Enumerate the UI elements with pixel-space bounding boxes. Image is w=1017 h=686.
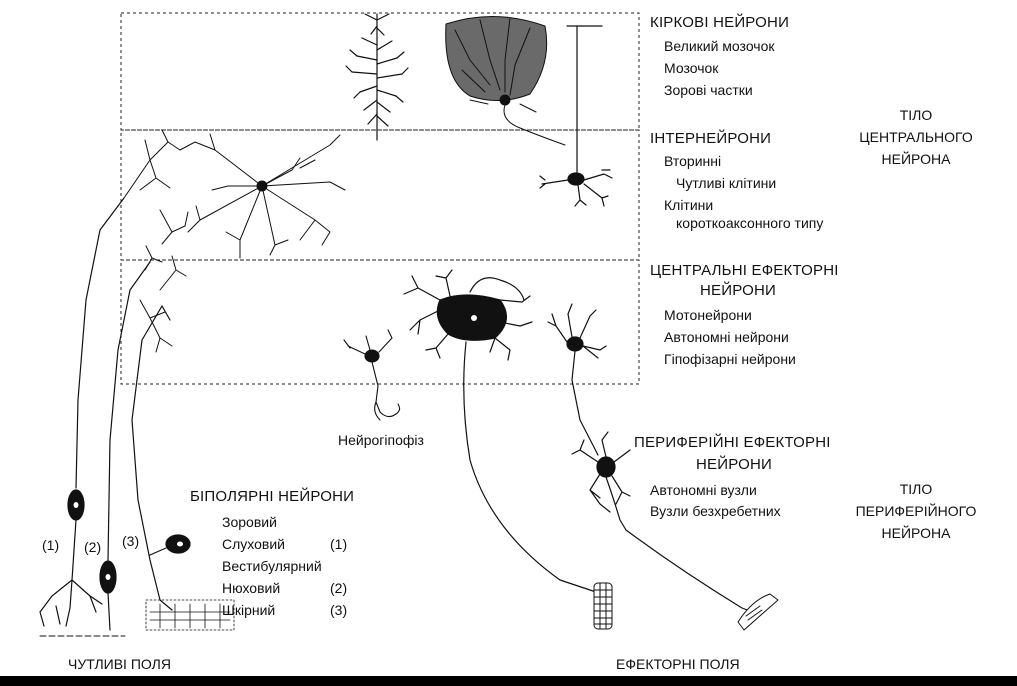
bipolar-neuron-2: [99, 261, 151, 631]
central-effector-item-2: Автономні нейрони: [664, 329, 789, 345]
central-effector-item-1: Мотонейрони: [664, 307, 752, 323]
central-body-line-2: ЦЕНТРАЛЬНОГО: [859, 129, 973, 145]
bipolar-neuron-3: [131, 305, 191, 611]
marker-2: (2): [84, 539, 102, 555]
bipolar-row-5-label: Шкірний: [222, 602, 276, 618]
peripheral-effector-item-1: Автономні вузли: [650, 482, 757, 498]
peripheral-effector-title-1: ПЕРИФЕРІЙНІ ЕФЕКТОРНІ: [634, 434, 831, 451]
peripheral-body-line-1: ТІЛО: [899, 481, 933, 497]
peripheral-body-line-3: НЕЙРОНА: [881, 525, 951, 541]
t-shaped-interneuron: [539, 25, 613, 207]
interneurons-item-2: Чутливі клітини: [676, 175, 777, 191]
motor-neuron: [403, 269, 597, 593]
central-body-line-3: НЕЙРОНА: [881, 151, 951, 167]
marker-3: (3): [122, 533, 140, 549]
bottom-bar: [0, 676, 1017, 686]
cortical-title: КІРКОВІ НЕЙРОНИ: [650, 14, 790, 31]
interneurons-item-4: короткоаксонного типу: [676, 215, 824, 231]
cortical-item-2: Мозочок: [664, 60, 719, 76]
bipolar-row-5-num: (3): [330, 602, 348, 618]
bipolar-row-2-num: (1): [330, 536, 348, 552]
interneurons-title: ІНТЕРНЕЙРОНИ: [650, 130, 772, 147]
sensory-fields-label: ЧУТЛИВІ ПОЛЯ: [68, 656, 171, 672]
cortical-pyramidal-neuron: [345, 13, 409, 141]
muscle-fiber: [593, 582, 613, 630]
interneuron-zone-box: [120, 129, 640, 261]
bipolar-row-4-label: Нюховий: [222, 580, 281, 596]
peripheral-effector-title-2: НЕЙРОНИ: [696, 456, 772, 473]
multipolar-interneuron: [179, 133, 346, 259]
cortical-item-3: Зорові частки: [664, 82, 753, 98]
bipolar-title: БІПОЛЯРНІ НЕЙРОНИ: [190, 488, 355, 505]
bipolar-row-2-label: Слуховий: [222, 536, 285, 552]
central-effector-title-1: ЦЕНТРАЛЬНІ ЕФЕКТОРНІ: [650, 262, 839, 279]
central-effector-item-3: Гіпофізарні нейрони: [664, 351, 796, 367]
peripheral-ganglion-neuron: [571, 431, 759, 615]
neurohypophysis-label: Нейрогіпофіз: [338, 432, 424, 448]
effector-fields-label: ЕФЕКТОРНІ ПОЛЯ: [616, 656, 740, 672]
peripheral-effector-item-2: Вузли безхребетних: [650, 503, 781, 519]
interneurons-item-1: Вторинні: [664, 153, 722, 169]
bipolar-row-1-label: Зоровий: [222, 514, 277, 530]
bipolar-neuron-1: [39, 197, 125, 627]
skin-tissue: [145, 599, 235, 631]
smooth-muscle-cell: [737, 593, 779, 631]
neurosecretory-neuron: [343, 329, 401, 421]
zone-boxes: [120, 12, 640, 385]
peripheral-body-line-2: ПЕРИФЕРІЙНОГО: [855, 503, 977, 519]
bipolar-row-3-label: Вестибулярний: [222, 558, 322, 574]
central-body-line-1: ТІЛО: [899, 107, 933, 123]
autonomic-neuron: [547, 303, 607, 456]
cortical-item-1: Великий мозочок: [664, 38, 775, 54]
central-effector-zone-box: [120, 259, 640, 385]
purkinje-neuron: [445, 15, 566, 146]
marker-1: (1): [42, 537, 60, 553]
central-effector-title-2: НЕЙРОНИ: [700, 282, 776, 299]
sensory-branch-tree: [123, 129, 189, 353]
bipolar-row-4-num: (2): [330, 580, 348, 596]
interneurons-item-3: Клітини: [664, 197, 714, 213]
